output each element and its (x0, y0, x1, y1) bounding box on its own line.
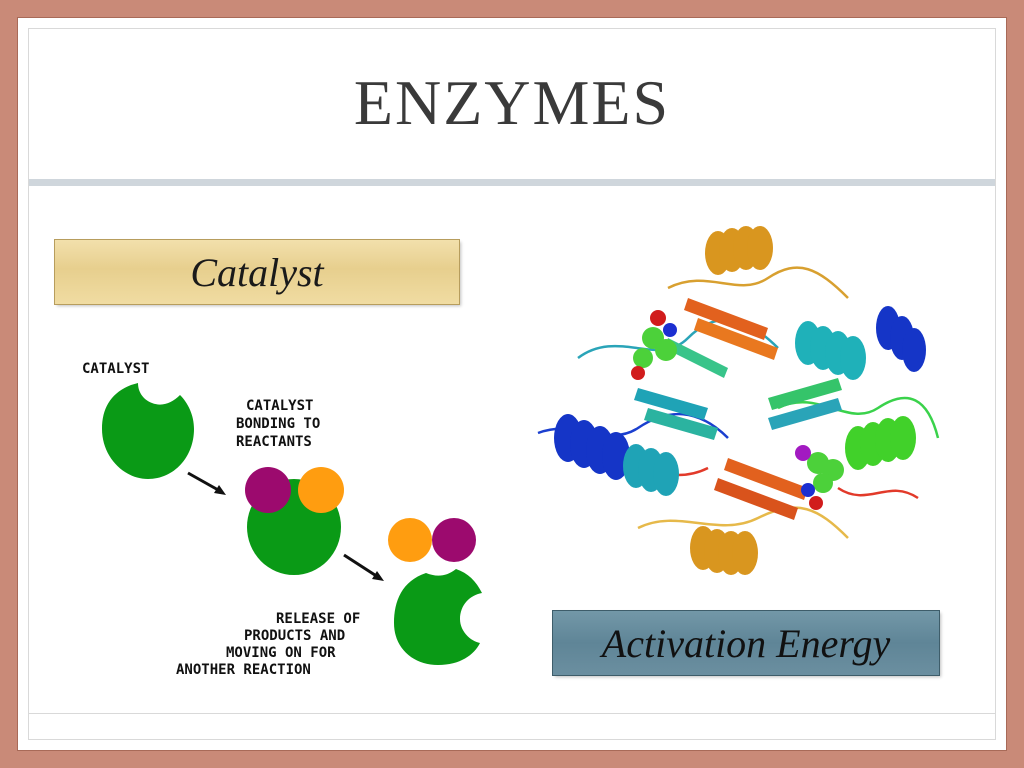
helix-cyan-left (623, 444, 679, 496)
diagram-label-release-1: RELEASE OF (276, 611, 360, 627)
catalyst-label-box: Catalyst (55, 240, 459, 304)
catalyst-label: Catalyst (190, 249, 324, 295)
diagram-label-release-4: ANOTHER REACTION (176, 662, 311, 678)
catalyst-shape-3 (394, 569, 482, 665)
diagram-label-catalyst: CATALYST (82, 361, 149, 377)
footer-divider (29, 713, 995, 714)
helix-green (845, 416, 916, 470)
activation-energy-label-box: Activation Energy (553, 611, 939, 675)
diagram-label-bonding-3: REACTANTS (236, 434, 312, 450)
slide-frame (28, 28, 996, 740)
helix-blue-right (876, 306, 926, 372)
diagram-label-release-2: PRODUCTS AND (244, 628, 345, 644)
product-orange (388, 518, 432, 562)
slide-title: ENZYMES (353, 67, 671, 138)
activation-energy-label: Activation Energy (601, 620, 891, 666)
beta-sheets (634, 298, 842, 520)
helix-blue-left (554, 414, 630, 480)
ligand-right (795, 445, 844, 510)
helix-cyan-right (795, 321, 866, 380)
catalyst-shape-1 (102, 383, 194, 479)
protein-structure-image (518, 208, 958, 588)
title-divider (29, 179, 995, 186)
diagram-label-bonding-2: BONDING TO (236, 416, 320, 432)
arrow-1 (187, 471, 226, 495)
helix-orange-bottom (690, 526, 758, 575)
reactant-purple-bound (245, 467, 291, 513)
product-purple (432, 518, 476, 562)
ligand-left (631, 310, 677, 380)
helix-orange-top (705, 226, 773, 275)
slide: ENZYMES Catalyst CATALYST CATALYST BONDI… (18, 18, 1006, 750)
diagram-label-release-3: MOVING ON FOR (226, 645, 336, 661)
diagram-label-bonding-1: CATALYST (246, 398, 313, 414)
catalyst-diagram: CATALYST CATALYST BONDING TO REACTANTS R… (82, 361, 482, 678)
reactant-orange-bound (298, 467, 344, 513)
arrow-2 (343, 553, 384, 581)
